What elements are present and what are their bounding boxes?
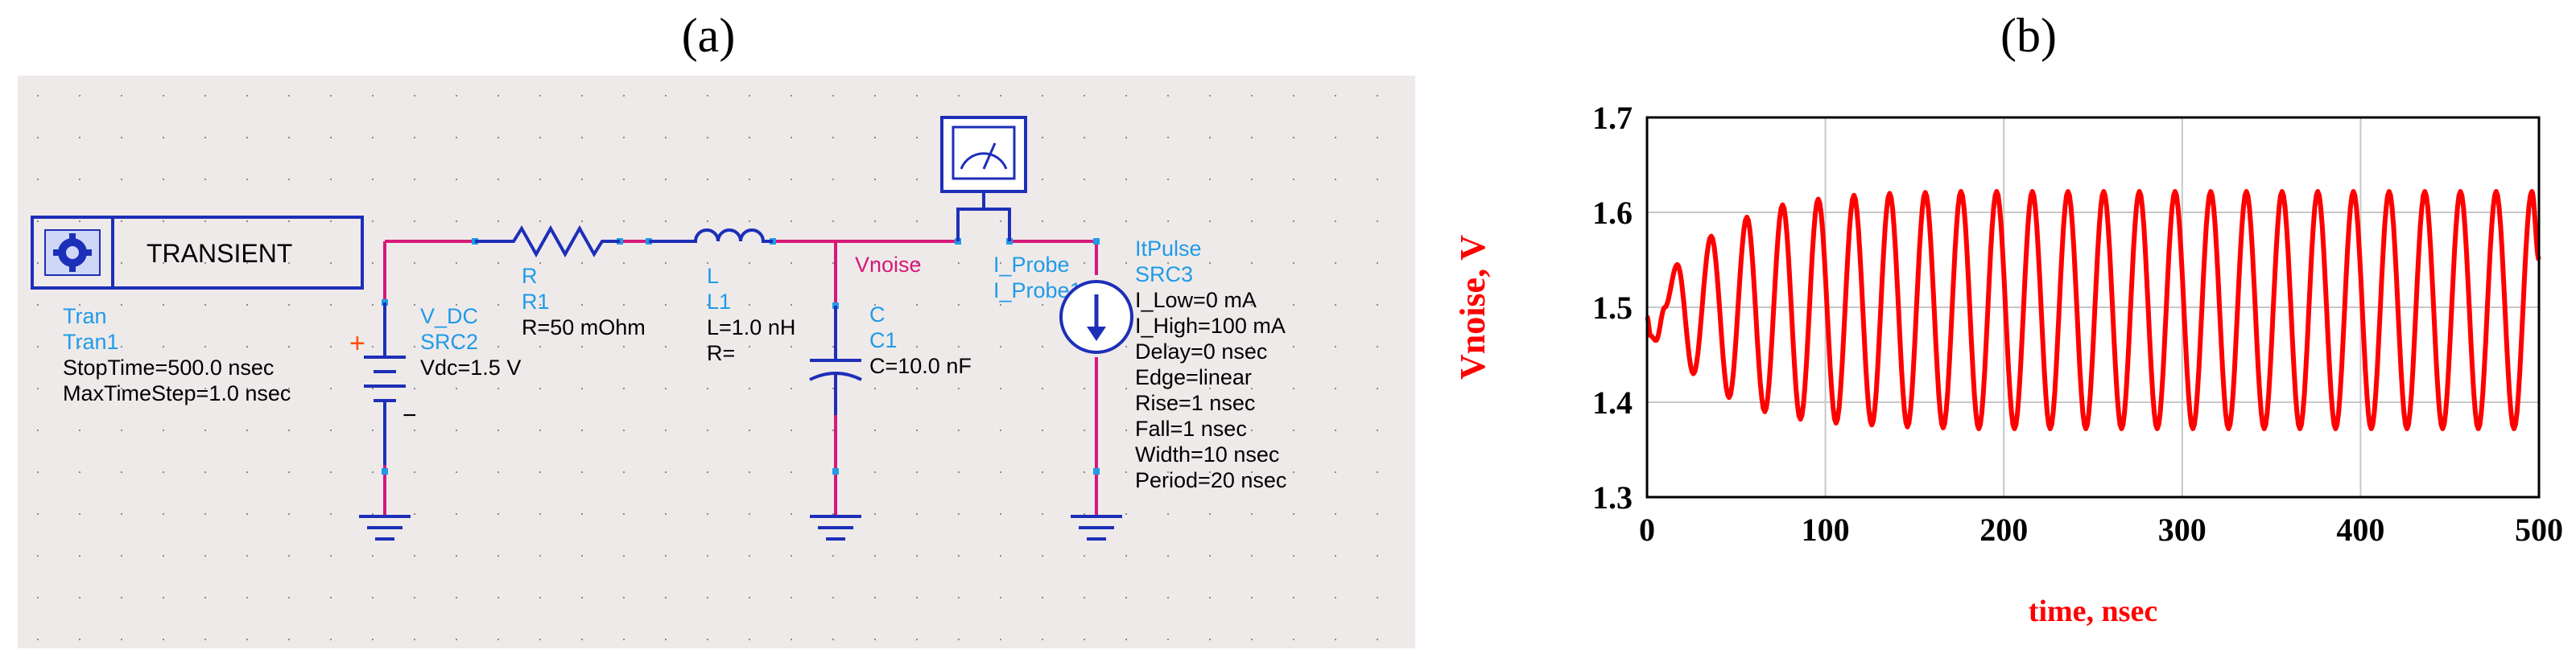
panel-label-a: (a): [681, 9, 736, 62]
src-param-label: Period=20 nsec: [1135, 468, 1286, 492]
ind-value-label: L=1.0 nH: [707, 315, 795, 339]
src-param-label: Rise=1 nsec: [1135, 391, 1255, 415]
node-label-vnoise: Vnoise: [855, 253, 922, 277]
capacitor-c1[interactable]: [809, 306, 862, 415]
vnoise-trace: [1645, 189, 2541, 431]
transient-block[interactable]: TRANSIENT: [31, 216, 364, 290]
vnoise-plot: 0 100 200 300 400 500 1.3 1.4 1.5 1.6 1.7 time, ns…: [1433, 76, 2576, 658]
y-axis-label: Vnoise, V: [1453, 235, 1492, 380]
x-tick-label: 300: [2158, 512, 2207, 548]
res-name-label: R1: [522, 290, 550, 314]
y-tick-label: 1.5: [1592, 290, 1633, 326]
vdc-source[interactable]: [364, 302, 406, 465]
res-value-label: R=50 mOhm: [522, 315, 646, 339]
y-tick-label: 1.7: [1592, 100, 1633, 136]
schematic-canvas[interactable]: TRANSIENT Tran Tran1 StopTime=500.0 nsec…: [18, 76, 1415, 648]
vdc-type-label: V_DC: [420, 304, 478, 328]
x-tick-label: 400: [2336, 512, 2384, 548]
src-name-label: SRC3: [1135, 262, 1193, 286]
x-tick-label: 100: [1802, 512, 1850, 548]
src-param-label: Delay=0 nsec: [1135, 339, 1267, 364]
tran-name-label: Tran1: [63, 330, 119, 354]
y-tick-label: 1.4: [1592, 385, 1633, 421]
src-type-label: ItPulse: [1135, 236, 1202, 261]
transient-title: TRANSIENT: [147, 239, 292, 268]
pulse-current-source[interactable]: [1059, 280, 1133, 354]
plot-frame: [1645, 116, 2541, 499]
cap-value-label: C=10.0 nF: [869, 354, 972, 378]
plot-svg: 0 100 200 300 400 500 1.3 1.4 1.5 1.6 1.7 time, ns…: [1453, 100, 2563, 628]
res-type-label: R: [522, 264, 538, 288]
y-tick-label: 1.3: [1592, 479, 1633, 516]
panel-label-b: (b): [2000, 9, 2057, 62]
vdc-minus-sign: −: [402, 402, 417, 429]
ground-icon: [810, 515, 861, 541]
x-tick-label: 200: [1979, 512, 2028, 548]
x-tick-label: 0: [1639, 512, 1655, 548]
src-param-label: I_Low=0 mA: [1135, 288, 1257, 312]
vdc-value-label: Vdc=1.5 V: [420, 356, 521, 380]
ind-name-label: L1: [707, 290, 731, 314]
tran-stoptime: StopTime=500.0 nsec: [63, 356, 274, 380]
cap-name-label: C1: [869, 328, 898, 352]
src-param-label: Fall=1 nsec: [1135, 417, 1247, 441]
ground-icon: [1071, 515, 1122, 541]
tran-maxstep: MaxTimeStep=1.0 nsec: [63, 381, 291, 405]
ground-icon: [359, 515, 411, 541]
tran-type-label: Tran: [63, 304, 107, 328]
x-axis-label: time, nsec: [2029, 594, 2157, 628]
probe-type-label: I_Probe: [993, 253, 1070, 277]
src-param-label: Width=10 nsec: [1135, 442, 1279, 467]
resistor-r1[interactable]: [475, 224, 620, 258]
plot-ticks: 0 100 200 300 400 500 1.3 1.4 1.5 1.6 1.7: [1592, 100, 2563, 548]
x-tick-label: 500: [2515, 512, 2563, 548]
inductor-l1[interactable]: [649, 228, 773, 243]
src-param-label: I_High=100 mA: [1135, 314, 1286, 338]
ground-symbols: [359, 515, 1122, 541]
gear-icon: [53, 233, 92, 272]
ind-r-label: R=: [707, 341, 735, 365]
ind-type-label: L: [707, 264, 719, 288]
cap-type-label: C: [869, 302, 886, 327]
y-tick-label: 1.6: [1592, 195, 1633, 231]
schematic-grid: [18, 76, 1415, 648]
src-param-label: Edge=linear: [1135, 365, 1252, 389]
vdc-plus-sign: +: [349, 328, 365, 359]
vdc-name-label: SRC2: [420, 330, 478, 354]
current-probe[interactable]: [940, 116, 1027, 241]
schematic-svg: TRANSIENT Tran Tran1 StopTime=500.0 nsec…: [18, 76, 1415, 648]
